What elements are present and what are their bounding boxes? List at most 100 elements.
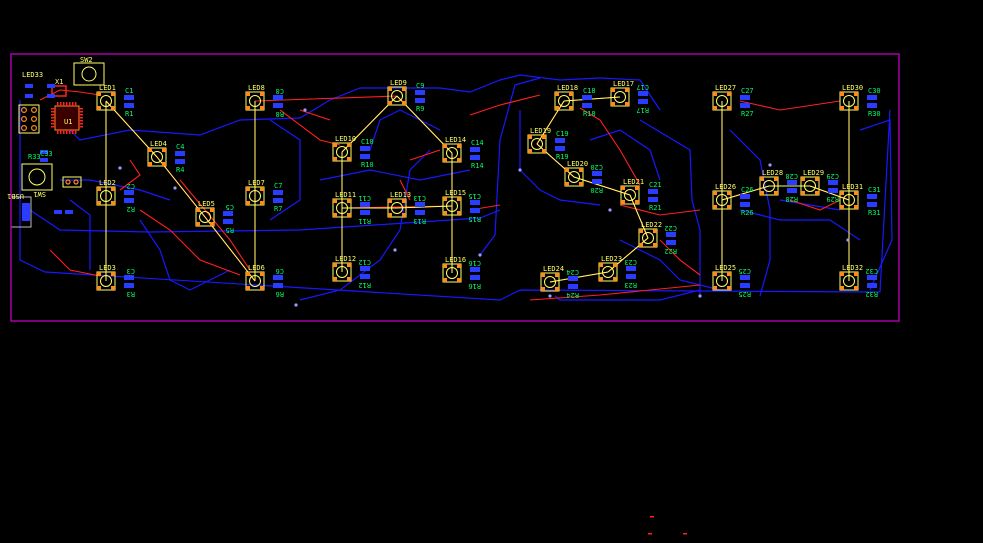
led-ref-label: LED13: [390, 191, 411, 199]
led-body-outline: [554, 91, 574, 111]
led-pad: [246, 92, 250, 96]
mcu-pin: [57, 130, 59, 134]
led-pad: [555, 273, 559, 277]
led-ref-label: LED3: [99, 264, 116, 272]
led-pad: [347, 199, 351, 203]
res-pads: [867, 202, 877, 207]
led-pad: [760, 191, 764, 195]
led-pad: [621, 186, 625, 190]
misc-labels: SW2 X1 LED33 U1 R33 SW1 USB1 C33: [7, 56, 93, 200]
led-pad: [333, 213, 337, 217]
led-pad: [541, 273, 545, 277]
sw1-label: SW1: [33, 190, 46, 198]
led-body-outline: [245, 186, 265, 206]
cap-label: C2: [127, 182, 135, 190]
led-pad: [111, 187, 115, 191]
led-ref-label: LED20: [567, 160, 588, 168]
led-body-outline: [245, 271, 265, 291]
led-pad: [621, 200, 625, 204]
cap-pads: [638, 91, 648, 96]
led-pad: [402, 199, 406, 203]
led-pad: [840, 286, 844, 290]
res-label: R32: [865, 290, 878, 298]
led-pad: [443, 278, 447, 282]
led-pad: [635, 200, 639, 204]
cap-label: C5: [226, 203, 234, 211]
led-pad: [653, 243, 657, 247]
top-trace: [49, 249, 101, 277]
led-pad: [639, 243, 643, 247]
led-pad: [541, 287, 545, 291]
led-pad: [388, 199, 392, 203]
cap-label: C11: [358, 194, 371, 202]
led-pad: [388, 213, 392, 217]
cap-pads: [273, 275, 283, 280]
res-label: R10: [361, 161, 374, 169]
cap-label: C25: [738, 267, 751, 275]
switch-sw2-outline: [73, 62, 105, 86]
res-pads: [415, 210, 425, 215]
led-body-outline: [598, 262, 618, 282]
led-body-outline: [712, 91, 732, 111]
passive-pads: [25, 84, 33, 88]
mcu-pin: [69, 130, 71, 134]
led-lens-outline: [624, 189, 636, 201]
res-pads: [470, 208, 480, 213]
res-label: R30: [868, 110, 881, 118]
led-pad: [555, 92, 559, 96]
res-label: R25: [738, 290, 751, 298]
crystal-x1: [51, 85, 67, 97]
bottom-trace: [729, 129, 771, 297]
led-pad: [196, 208, 200, 212]
via: [846, 238, 850, 242]
led-pad: [260, 187, 264, 191]
cap-pads: [360, 202, 370, 207]
cap-pads: [787, 180, 797, 185]
led-ref-label: LED14: [445, 136, 466, 144]
led-ref-label: LED6: [248, 264, 265, 272]
led-pad: [801, 191, 805, 195]
res-pads: [360, 274, 370, 279]
led-pad: [111, 272, 115, 276]
led-pad: [260, 106, 264, 110]
via: [768, 163, 772, 167]
cap-pads: [415, 90, 425, 95]
res-pads: [470, 275, 480, 280]
cap-label: C15: [468, 192, 481, 200]
led-pad: [97, 201, 101, 205]
led-pad: [611, 102, 615, 106]
led-pad: [148, 162, 152, 166]
led-body-outline: [332, 262, 352, 282]
c33-label: C33: [40, 150, 53, 158]
led-ref-label: LED29: [803, 169, 824, 177]
res-pads: [124, 103, 134, 108]
cap-label: C21: [649, 181, 662, 189]
bottom-trace: [19, 100, 891, 301]
res-label: R18: [583, 110, 596, 118]
led-pad: [713, 191, 717, 195]
mcu-pin: [51, 114, 55, 116]
led-ref-label: LED5: [198, 200, 215, 208]
mcu-pin: [51, 117, 55, 119]
res-label: R20: [590, 186, 603, 194]
res-pads: [867, 283, 877, 288]
led-pad: [260, 201, 264, 205]
cap-pads: [592, 171, 602, 176]
stray-mark: [683, 533, 687, 535]
led-pad: [246, 201, 250, 205]
res-label: R22: [664, 247, 677, 255]
mcu-pin: [63, 130, 65, 134]
cap-label: C23: [624, 258, 637, 266]
cap-pads: [273, 190, 283, 195]
passive-pads: [65, 210, 73, 214]
led-lens-outline: [391, 90, 403, 102]
led-body-outline: [96, 91, 116, 111]
cap-pads: [470, 147, 480, 152]
res-pads: [666, 240, 676, 245]
top-trace: [299, 109, 331, 121]
led-lens-outline: [763, 180, 775, 192]
